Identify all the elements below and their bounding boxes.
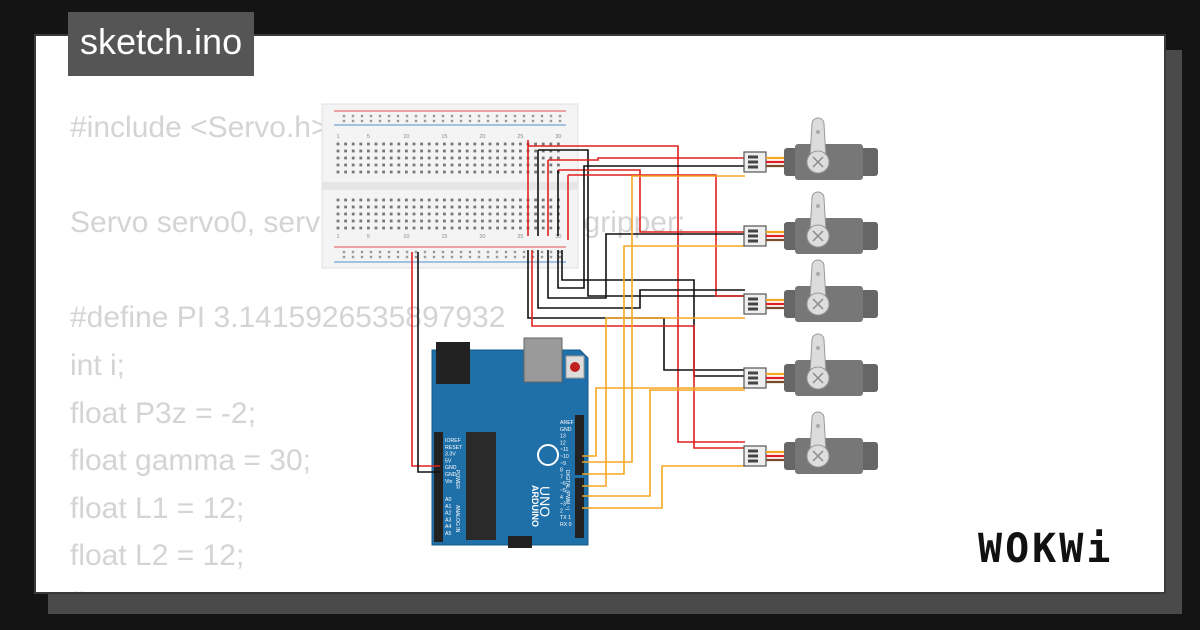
pin-label: RX 0 — [560, 522, 572, 528]
breadboard-column-number: 5 — [367, 234, 370, 240]
wokwi-logo: WOKWi — [978, 526, 1114, 572]
code-line: #define PI 3.1415926535897932 — [70, 301, 506, 335]
servo-motor — [743, 333, 878, 396]
pin-label: AREF — [560, 420, 574, 426]
breadboard-column-number: 15 — [441, 234, 447, 240]
breadboard-column-number: 25 — [517, 234, 523, 240]
pin-label: GND — [445, 472, 457, 478]
breadboard-column-number: 20 — [479, 134, 485, 140]
power-header-label: POWER — [454, 470, 460, 489]
code-line: float L3 = 12; — [70, 580, 685, 592]
pin-label: A0 — [445, 497, 451, 503]
code-line: #include <Servo.h> — [70, 111, 329, 144]
pin-label: GND — [445, 465, 457, 471]
breadboard-column-number: 10 — [403, 134, 409, 140]
pin-label: A4 — [445, 524, 451, 530]
code-line: float L1 = 12; — [70, 491, 245, 525]
pin-label: 13 — [560, 434, 566, 440]
reset-button — [570, 362, 580, 372]
breadboard-column-number: 30 — [555, 134, 561, 140]
code-line: int i; — [70, 348, 126, 382]
breadboard-column-number: 25 — [517, 134, 523, 140]
pin-label: ~3 — [560, 502, 566, 508]
servo-motor — [743, 411, 878, 474]
pin-label: RESET — [445, 445, 463, 451]
servo-group — [743, 117, 878, 474]
wires — [411, 140, 745, 509]
servo-motor — [743, 259, 878, 322]
analog-header-label: ANALOG IN — [454, 505, 460, 533]
breadboard-column-number: 1 — [336, 134, 339, 140]
arduino-brand-label: ARDUINO — [530, 485, 540, 527]
usb-port — [523, 337, 563, 383]
pin-label: TX 1 — [560, 515, 571, 521]
pin-label: A3 — [445, 517, 451, 523]
pin-label: 5V — [445, 458, 452, 464]
pin-label: GND — [560, 427, 572, 433]
servo-motor — [743, 117, 878, 180]
code-line: float gamma = 30; — [70, 444, 311, 478]
file-title: sketch.ino — [68, 12, 255, 76]
servo-motor — [743, 191, 878, 254]
pin-label: ~10 — [560, 454, 569, 460]
pin-label: 4 — [560, 495, 563, 501]
atmega-chip — [466, 432, 496, 540]
code-line: float P3z = -2; — [70, 396, 256, 430]
arduino-model-label: UNO — [537, 486, 553, 517]
pin-label: 7 — [560, 474, 563, 480]
pin-label: 2 — [560, 508, 563, 514]
pin-label: 12 — [560, 440, 566, 446]
pin-label: ~5 — [560, 488, 566, 494]
pin-label: A2 — [445, 511, 451, 517]
pin-label: ~9 — [560, 461, 566, 467]
pin-label: A1 — [445, 504, 451, 510]
code-line: float L2 = 12; — [70, 539, 245, 573]
digital-header-label: DIGITAL (PWM ~) — [564, 470, 570, 510]
pin-label: Vin — [445, 479, 453, 485]
breadboard-column-number: 30 — [555, 234, 561, 240]
pin-label: IOREF — [445, 438, 461, 444]
breadboard-column-number: 5 — [367, 134, 370, 140]
breadboard-column-number: 1 — [336, 234, 339, 240]
pin-label: 8 — [560, 468, 563, 474]
barrel-jack — [436, 342, 470, 384]
pin-label: ~6 — [560, 481, 566, 487]
arduino-infinity-logo — [537, 444, 559, 466]
pin-label: A5 — [445, 531, 451, 537]
breadboard-column-number: 10 — [403, 234, 409, 240]
breadboard-column-number: 20 — [479, 234, 485, 240]
breadboard-column-number: 15 — [441, 134, 447, 140]
pin-label: ~11 — [560, 447, 569, 453]
pin-label: 3.3V — [445, 452, 456, 458]
